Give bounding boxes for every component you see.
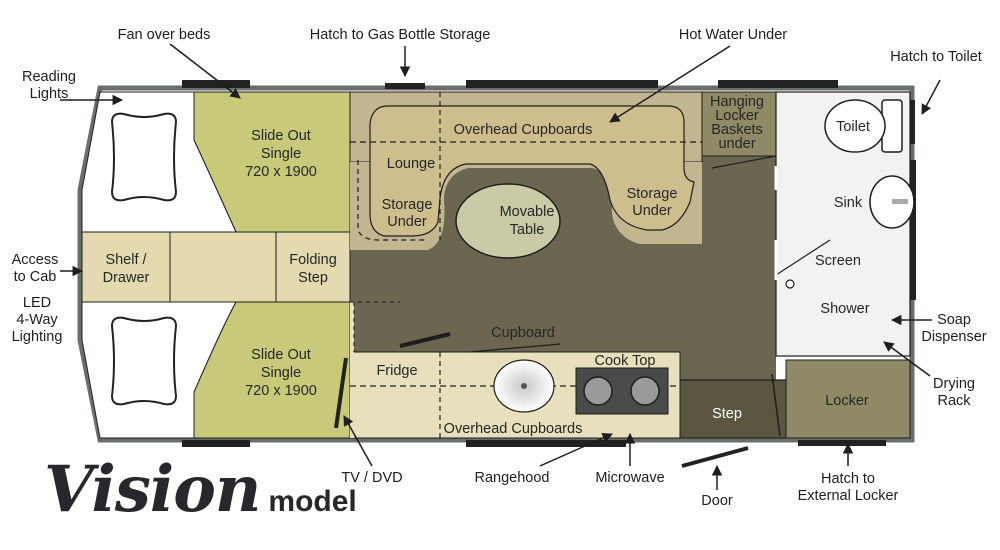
svg-text:to Cab: to Cab bbox=[14, 269, 57, 285]
lounge-label: Lounge bbox=[387, 156, 435, 172]
svg-text:Step: Step bbox=[298, 270, 328, 286]
storage-left-outline bbox=[357, 160, 426, 241]
svg-text:Slide Out: Slide Out bbox=[251, 128, 311, 144]
bed-bottom-label: Slide Out Single 720 x 1900 bbox=[245, 347, 317, 399]
callout-hot-water: Hot Water Under bbox=[679, 27, 787, 43]
svg-text:Hatch to: Hatch to bbox=[821, 471, 875, 487]
svg-text:Storage: Storage bbox=[627, 186, 678, 202]
svg-text:Under: Under bbox=[387, 214, 427, 230]
svg-text:External Locker: External Locker bbox=[798, 488, 899, 504]
toilet-fixture bbox=[824, 99, 903, 153]
callout-microwave: Microwave bbox=[595, 470, 664, 486]
brand-suffix: model bbox=[268, 485, 357, 518]
svg-text:LED: LED bbox=[23, 295, 51, 311]
fridge-label: Fridge bbox=[376, 363, 417, 379]
callout-access-cab: Access to Cab bbox=[12, 252, 59, 285]
toilet-label: Toilet bbox=[836, 119, 870, 135]
callout-hatch-toilet: Hatch to Toilet bbox=[890, 49, 982, 65]
svg-text:720 x 1900: 720 x 1900 bbox=[245, 164, 317, 180]
locker-label: Locker bbox=[825, 393, 869, 409]
door bbox=[681, 446, 749, 468]
step-label: Step bbox=[712, 406, 742, 422]
shelf-label: Shelf / Drawer bbox=[103, 252, 150, 286]
svg-text:Folding: Folding bbox=[289, 252, 337, 268]
callout-fan-over-beds: Fan over beds bbox=[118, 27, 211, 43]
callout-soap: Soap Dispenser bbox=[921, 312, 986, 345]
svg-text:Slide Out: Slide Out bbox=[251, 347, 311, 363]
svg-text:Movable: Movable bbox=[500, 204, 555, 220]
storage-right-label: Storage Under bbox=[627, 186, 678, 219]
leader-arrows bbox=[60, 43, 941, 490]
svg-text:Single: Single bbox=[261, 365, 301, 381]
svg-text:4-Way: 4-Way bbox=[16, 312, 58, 328]
callout-tv-dvd: TV / DVD bbox=[341, 470, 402, 486]
callout-hatch-gas: Hatch to Gas Bottle Storage bbox=[310, 27, 491, 43]
sink-label: Sink bbox=[834, 195, 863, 211]
kitchen-sink bbox=[493, 359, 555, 413]
cook-top bbox=[575, 367, 669, 415]
overhead-bottom-label: Overhead Cupboards bbox=[444, 421, 583, 437]
svg-text:Table: Table bbox=[510, 222, 545, 238]
shelf-middle bbox=[169, 231, 277, 303]
cook-top-label: Cook Top bbox=[595, 353, 656, 369]
tv-screen bbox=[334, 357, 348, 429]
screen-label: Screen bbox=[815, 253, 861, 269]
pillow-bottom bbox=[110, 316, 178, 406]
svg-text:Hanging: Hanging bbox=[710, 94, 764, 110]
callout-hatch-locker: Hatch to External Locker bbox=[798, 471, 899, 504]
locker bbox=[785, 359, 911, 439]
svg-text:Soap: Soap bbox=[937, 312, 971, 328]
cupboard-label: Cupboard bbox=[491, 325, 555, 341]
callout-led-lighting: LED 4-Way Lighting bbox=[12, 295, 63, 345]
sink-fixture bbox=[869, 175, 915, 229]
svg-text:Shelf /: Shelf / bbox=[105, 252, 147, 268]
shower-label: Shower bbox=[820, 301, 869, 317]
table-label: Movable Table bbox=[500, 204, 555, 238]
hanging-label: Hanging Locker Baskets under bbox=[710, 94, 764, 152]
storage-left-label: Storage Under bbox=[382, 197, 433, 230]
brand-name: Vision bbox=[44, 452, 261, 527]
svg-text:Lights: Lights bbox=[30, 86, 69, 102]
svg-text:Drying: Drying bbox=[933, 376, 975, 392]
svg-text:Rack: Rack bbox=[937, 393, 971, 409]
folding-step bbox=[275, 231, 351, 303]
folding-step-label: Folding Step bbox=[289, 252, 337, 286]
tv-wall-strip bbox=[350, 302, 354, 438]
svg-text:Storage: Storage bbox=[382, 197, 433, 213]
svg-text:Reading: Reading bbox=[22, 69, 76, 85]
callout-reading-lights: Reading Lights bbox=[22, 69, 76, 102]
wall-marks bbox=[182, 80, 916, 447]
callout-rangehood: Rangehood bbox=[475, 470, 550, 486]
svg-text:Lighting: Lighting bbox=[12, 329, 63, 345]
svg-text:Single: Single bbox=[261, 146, 301, 162]
overhead-top-label: Overhead Cupboards bbox=[454, 122, 593, 138]
callout-drying-rack: Drying Rack bbox=[933, 376, 975, 409]
svg-text:Dispenser: Dispenser bbox=[921, 329, 986, 345]
svg-text:under: under bbox=[718, 136, 755, 152]
table bbox=[455, 183, 561, 259]
svg-text:Access: Access bbox=[12, 252, 59, 268]
svg-text:Under: Under bbox=[632, 203, 672, 219]
svg-text:Drawer: Drawer bbox=[103, 270, 150, 286]
hanging-locker bbox=[701, 91, 777, 157]
svg-text:720 x 1900: 720 x 1900 bbox=[245, 383, 317, 399]
shelf-drawer bbox=[81, 231, 171, 303]
svg-text:Baskets: Baskets bbox=[711, 122, 763, 138]
pillow-top bbox=[110, 112, 178, 202]
lounge-cushion bbox=[369, 105, 695, 237]
bed-top-label: Slide Out Single 720 x 1900 bbox=[245, 128, 317, 180]
svg-text:Locker: Locker bbox=[715, 108, 759, 124]
callout-door: Door bbox=[701, 493, 733, 509]
